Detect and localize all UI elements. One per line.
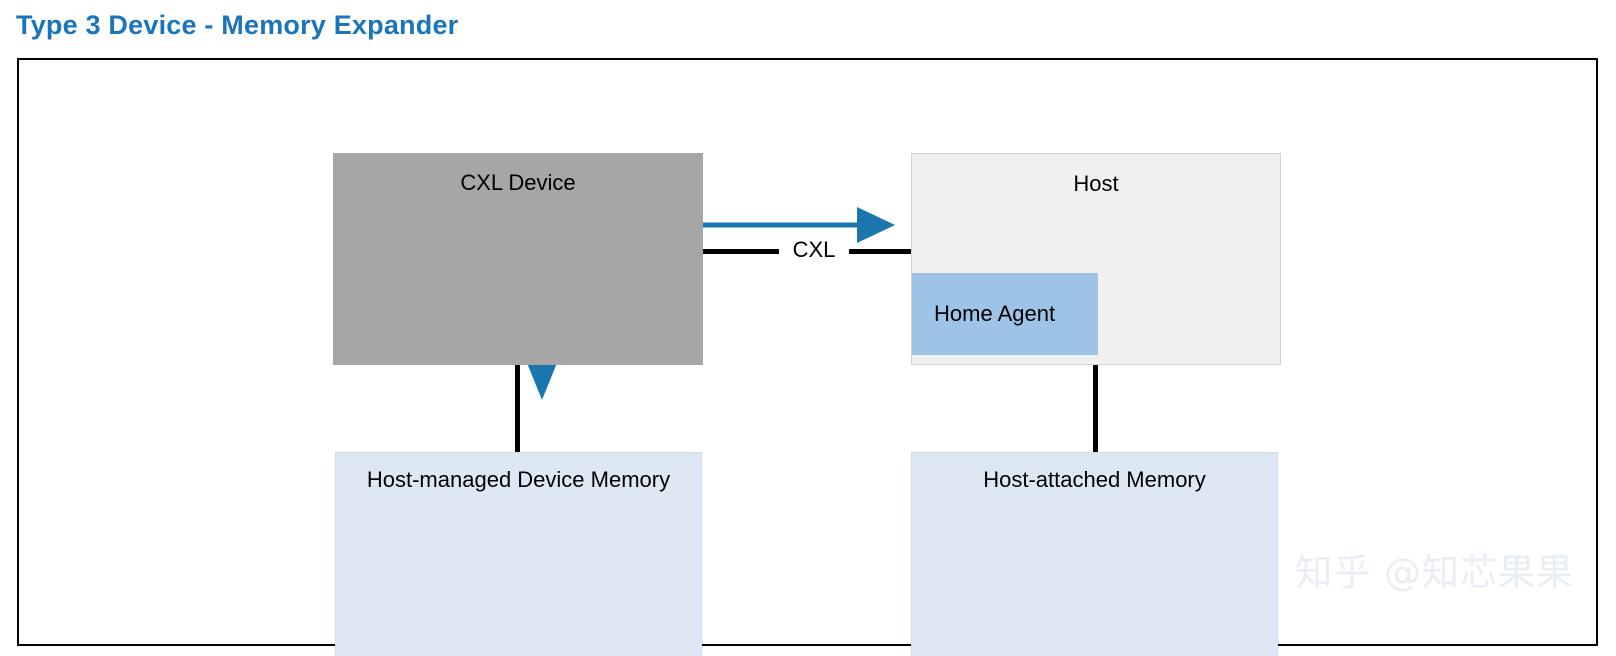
node-host-attached-memory[interactable]: Host-attached Memory <box>911 452 1278 656</box>
node-cxl-device[interactable]: CXL Device <box>333 153 703 365</box>
node-cxl-device-label: CXL Device <box>460 170 576 195</box>
connector-host-to-host-memory <box>1093 365 1098 453</box>
diagram-frame: CXL CXL Device Host Home Agent Host-mana… <box>17 58 1598 656</box>
node-home-agent-label: Home Agent <box>934 300 1056 326</box>
connector-device-to-device-memory <box>515 365 520 453</box>
page-title: Type 3 Device - Memory Expander <box>16 10 459 40</box>
node-host-attached-memory-label: Host-attached Memory <box>983 467 1206 492</box>
cxl-link-segment-right <box>849 249 911 254</box>
node-host-managed-device-memory-label: Host-managed Device Memory <box>366 467 671 492</box>
flow-arrow-right-head <box>857 207 895 243</box>
cxl-link-segment-left <box>703 249 779 254</box>
cxl-link-label: CXL <box>779 237 849 263</box>
node-host-label: Host <box>1073 171 1119 196</box>
watermark: 知乎 @知芯果果 <box>1295 551 1574 594</box>
node-home-agent[interactable]: Home Agent <box>912 273 1098 355</box>
node-host-managed-device-memory[interactable]: Host-managed Device Memory <box>335 452 702 656</box>
